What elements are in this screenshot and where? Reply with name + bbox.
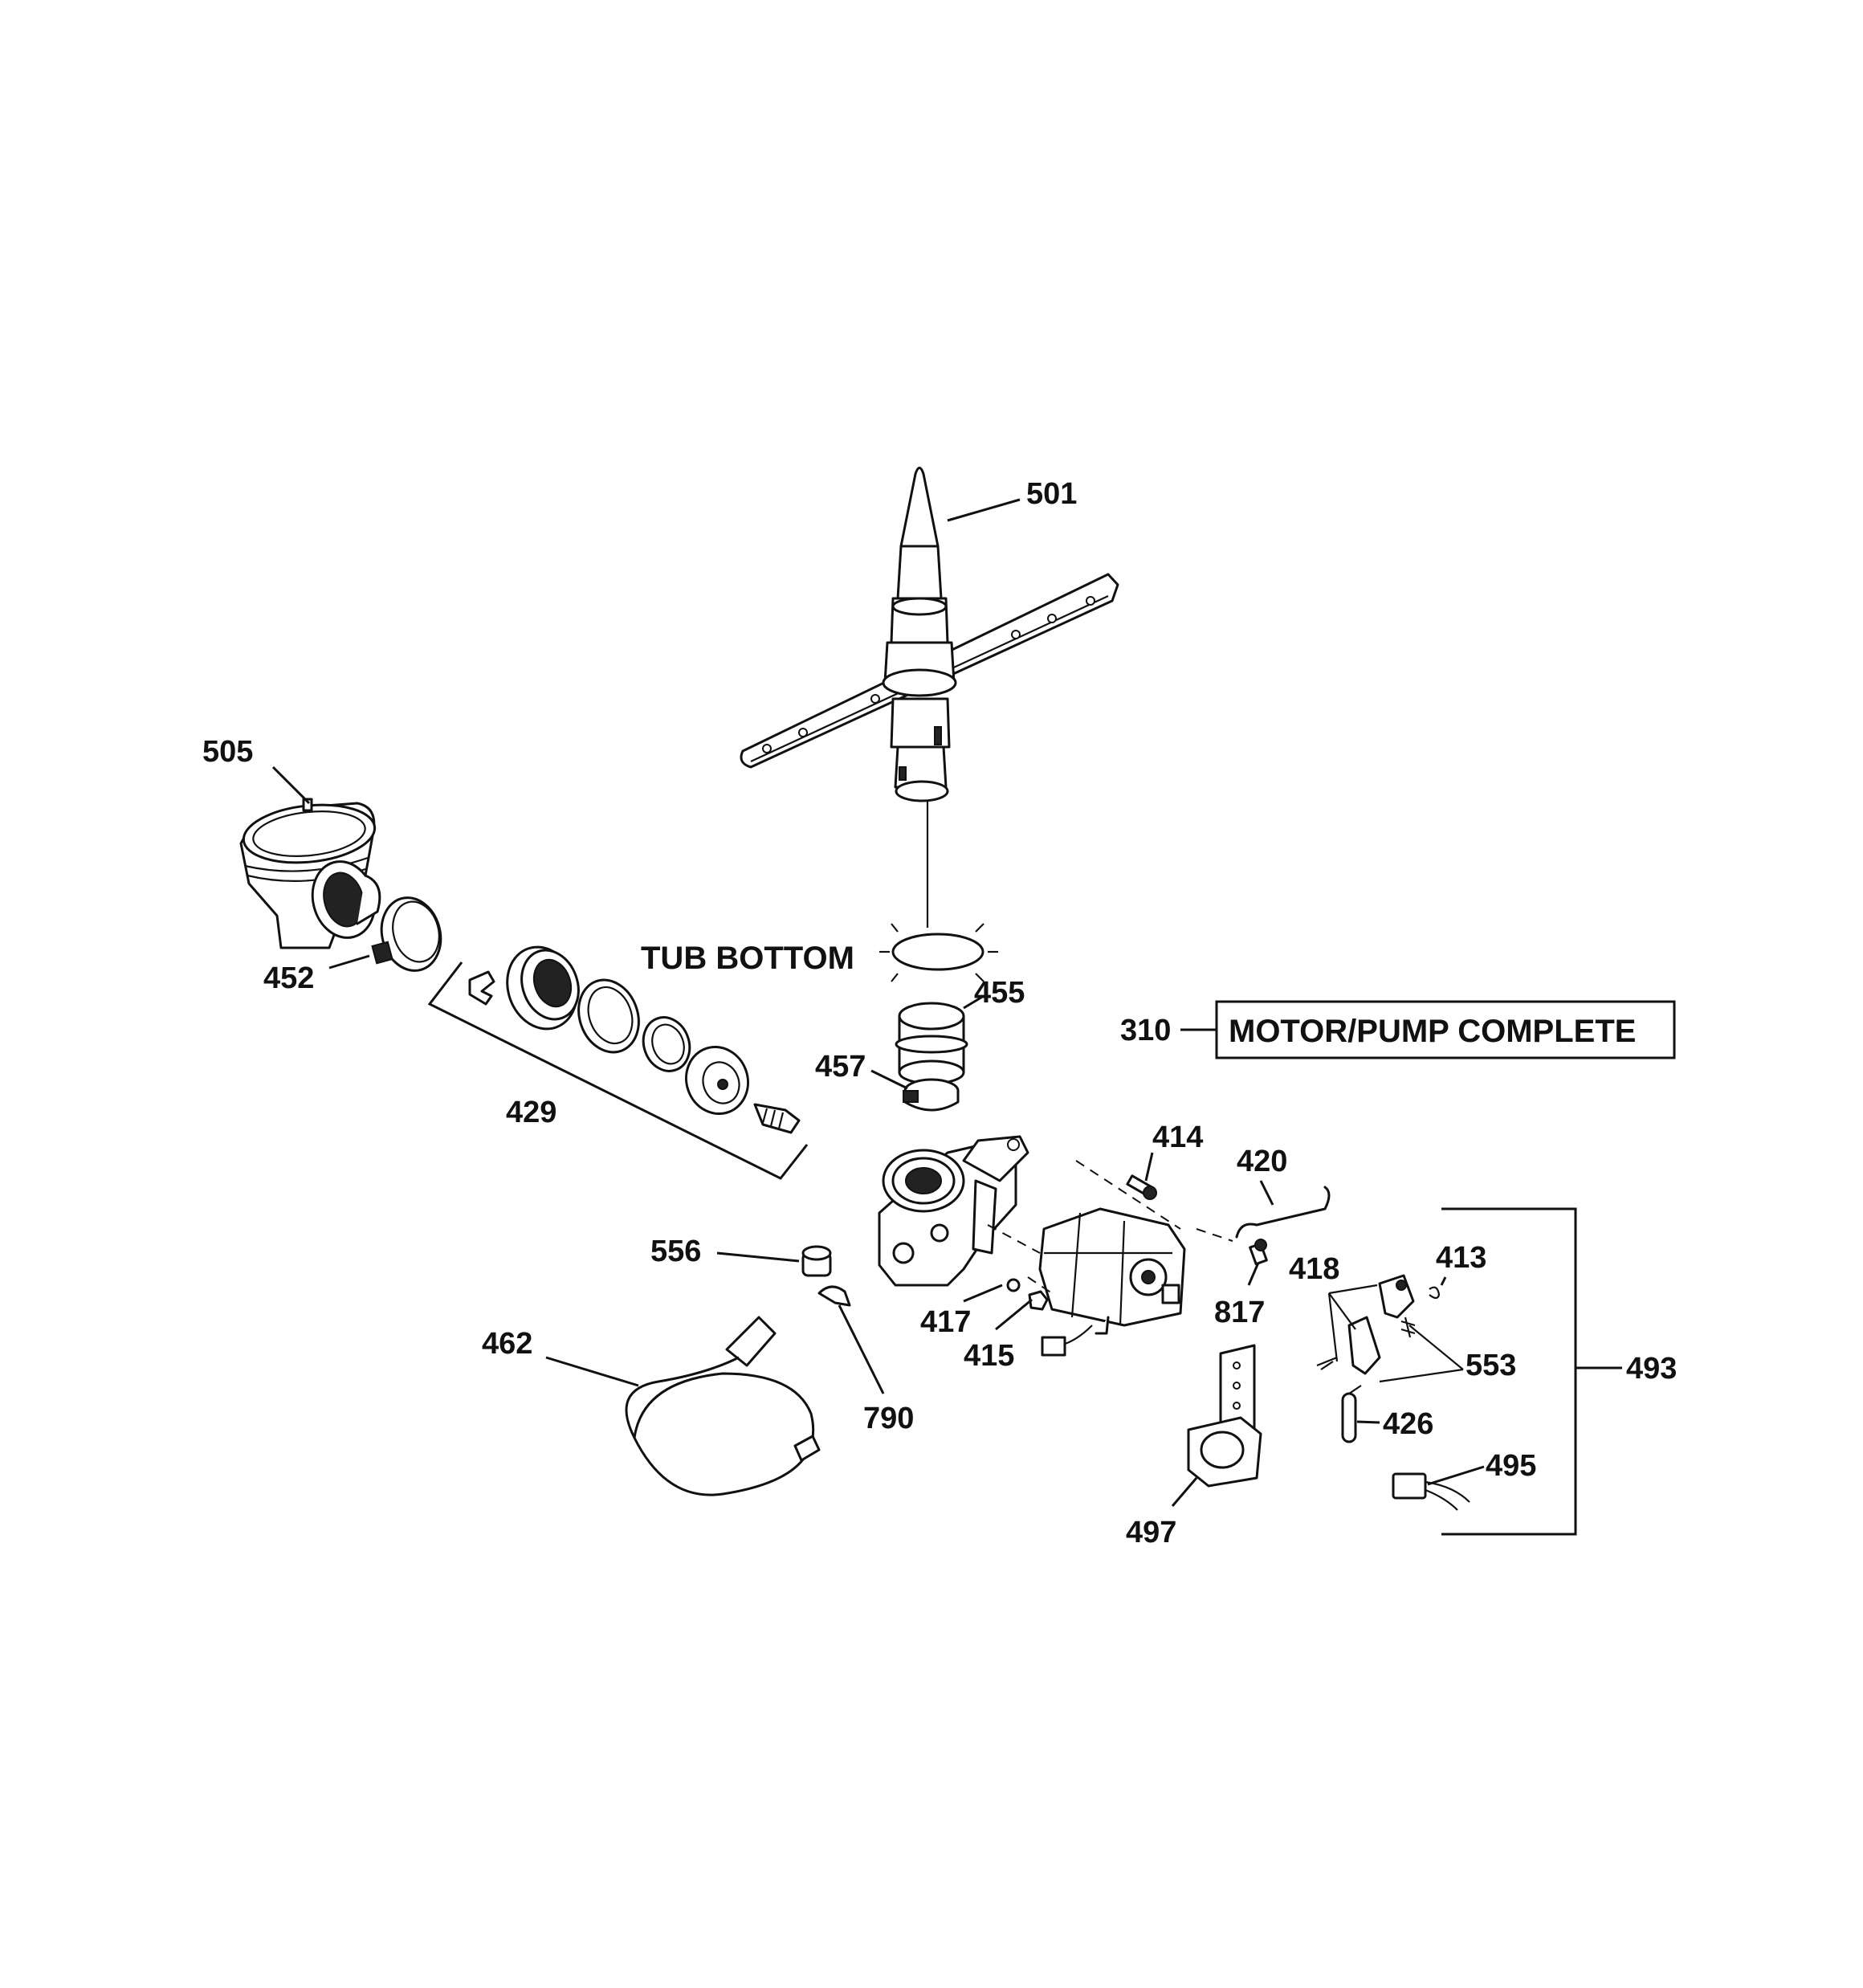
connector-495 bbox=[1392, 1472, 1470, 1511]
label-495: 495 bbox=[1486, 1449, 1536, 1483]
assembly-dashed-lines bbox=[987, 1160, 1233, 1294]
label-462: 462 bbox=[482, 1327, 532, 1361]
label-452: 452 bbox=[263, 961, 314, 995]
rod-420 bbox=[1235, 1186, 1331, 1239]
label-426: 426 bbox=[1383, 1407, 1433, 1441]
label-457: 457 bbox=[815, 1050, 866, 1084]
label-493: 493 bbox=[1626, 1352, 1677, 1386]
label-429: 429 bbox=[506, 1096, 556, 1129]
screw-414 bbox=[1126, 1174, 1157, 1200]
label-417: 417 bbox=[920, 1305, 971, 1339]
label-455: 455 bbox=[974, 976, 1025, 1010]
sump-housing-505 bbox=[239, 798, 381, 949]
label-790: 790 bbox=[863, 1402, 914, 1435]
leader-lines bbox=[271, 498, 1485, 1507]
label-414: 414 bbox=[1152, 1121, 1203, 1154]
clamp-457 bbox=[903, 1078, 960, 1112]
label-420: 420 bbox=[1237, 1145, 1287, 1178]
label-413: 413 bbox=[1436, 1241, 1486, 1275]
spray-arm-assembly bbox=[740, 467, 1119, 802]
coiled-hose-462 bbox=[625, 1316, 821, 1496]
tub-bottom-label: TUB BOTTOM bbox=[641, 941, 854, 976]
label-501: 501 bbox=[1026, 477, 1077, 511]
cap-556 bbox=[801, 1245, 832, 1277]
washer-417 bbox=[1006, 1278, 1021, 1292]
pump-motor-assembly bbox=[878, 1135, 1186, 1357]
leader-lines-553 bbox=[1327, 1284, 1464, 1383]
bracket-493 bbox=[1441, 1207, 1577, 1536]
label-817: 817 bbox=[1214, 1296, 1265, 1329]
label-415: 415 bbox=[964, 1339, 1014, 1373]
label-505: 505 bbox=[202, 735, 253, 769]
part-group-429 bbox=[468, 945, 801, 1134]
clamp-ring-452 bbox=[371, 896, 442, 972]
label-418: 418 bbox=[1289, 1252, 1339, 1286]
bracket-497 bbox=[1187, 1344, 1262, 1488]
tub-bottom-ring bbox=[879, 923, 998, 982]
label-553: 553 bbox=[1466, 1349, 1516, 1382]
pin-426 bbox=[1341, 1385, 1362, 1443]
motor-pump-complete-label: MOTOR/PUMP COMPLETE bbox=[1229, 1014, 1636, 1049]
label-310: 310 bbox=[1120, 1014, 1171, 1047]
grommet-455 bbox=[895, 1002, 968, 1085]
nut-415 bbox=[1028, 1290, 1049, 1311]
latch-parts bbox=[1316, 1274, 1441, 1375]
label-556: 556 bbox=[650, 1235, 701, 1268]
label-497: 497 bbox=[1126, 1516, 1176, 1549]
screw-817 bbox=[1249, 1239, 1268, 1266]
motor-pump-complete-box bbox=[1215, 1000, 1676, 1059]
bracket-429 bbox=[427, 961, 809, 1180]
clip-790 bbox=[817, 1285, 851, 1307]
